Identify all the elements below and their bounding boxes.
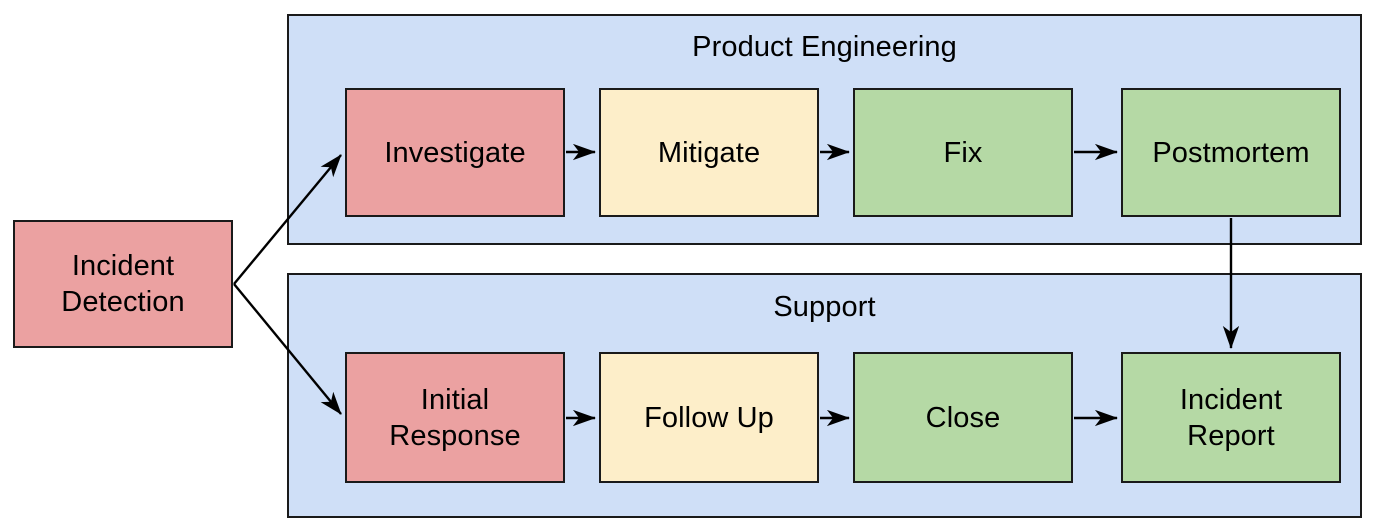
swimlane-title-support: Support bbox=[773, 291, 876, 323]
node-label-follow-up: Follow Up bbox=[644, 401, 774, 434]
node-label-incident-report: Incident Report bbox=[1179, 383, 1283, 452]
node-initial-response[interactable]: Initial Response bbox=[345, 352, 565, 483]
node-follow-up[interactable]: Follow Up bbox=[599, 352, 819, 483]
node-label-postmortem: Postmortem bbox=[1152, 136, 1310, 169]
node-incident-report[interactable]: Incident Report bbox=[1121, 352, 1341, 483]
node-postmortem[interactable]: Postmortem bbox=[1121, 88, 1341, 217]
node-close[interactable]: Close bbox=[853, 352, 1073, 483]
node-fix[interactable]: Fix bbox=[853, 88, 1073, 217]
node-label-initial-response: Initial Response bbox=[389, 383, 521, 452]
node-investigate[interactable]: Investigate bbox=[345, 88, 565, 217]
swimlane-title-product-engineering: Product Engineering bbox=[692, 31, 957, 63]
node-label-mitigate: Mitigate bbox=[657, 136, 761, 169]
node-incident-detection[interactable]: Incident Detection bbox=[13, 220, 233, 348]
node-label-investigate: Investigate bbox=[384, 136, 526, 169]
node-label-close: Close bbox=[925, 401, 1001, 434]
node-label-incident-detection: Incident Detection bbox=[61, 250, 185, 318]
node-mitigate[interactable]: Mitigate bbox=[599, 88, 819, 217]
node-label-fix: Fix bbox=[943, 136, 983, 169]
